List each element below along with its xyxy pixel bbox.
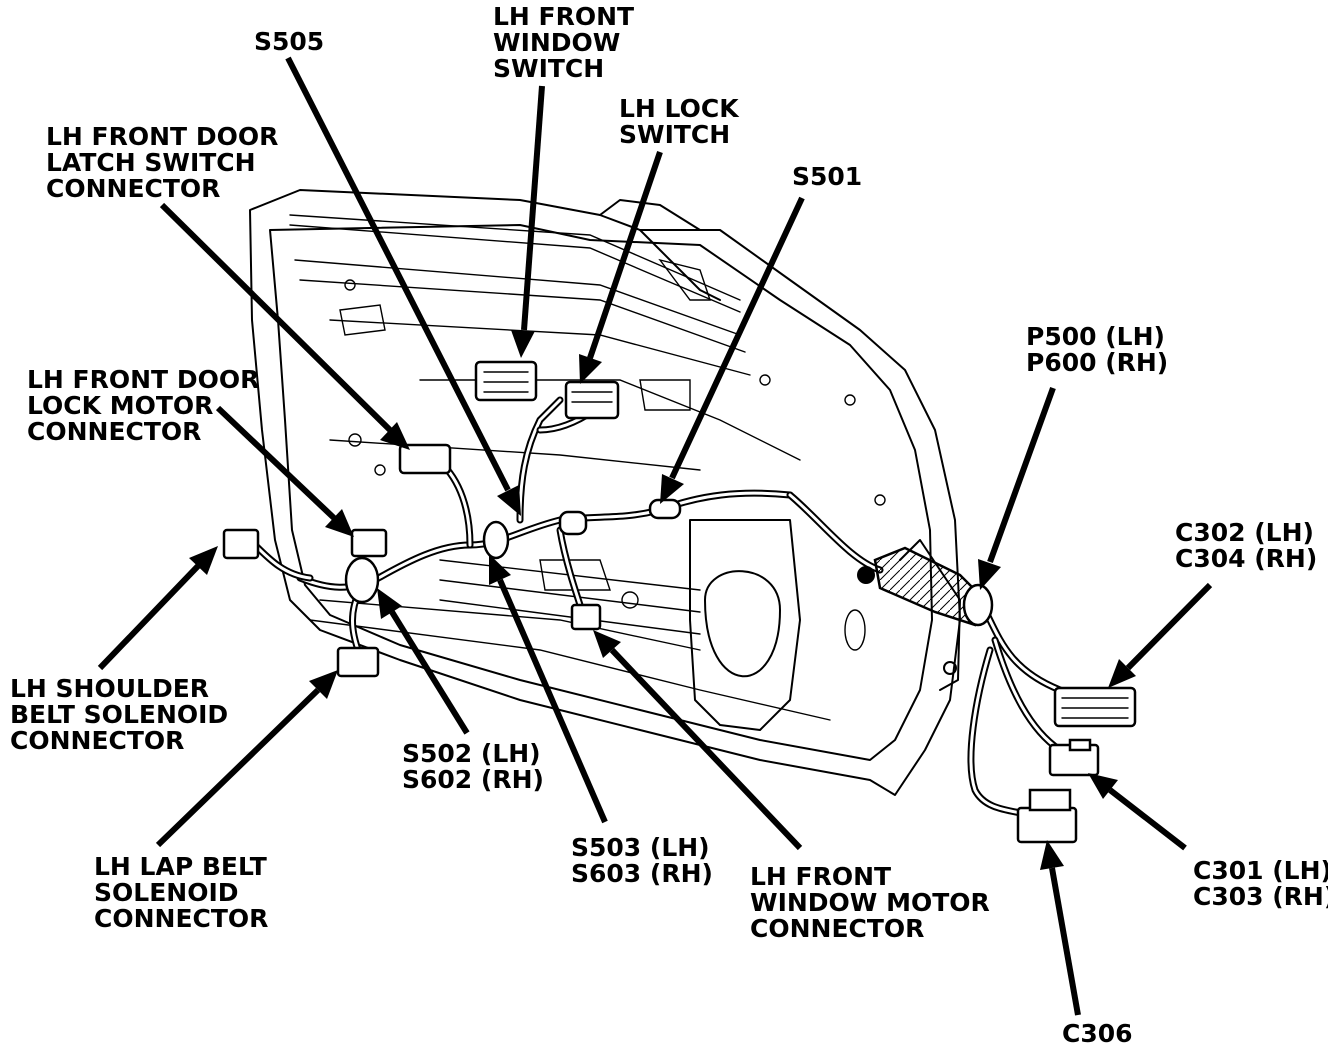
lap-belt-connector: [336, 646, 380, 678]
label-c301-c303: C301 (LH) C303 (RH): [1193, 856, 1328, 911]
arrow-c302: [1108, 582, 1213, 688]
shoulder-belt-connector: [222, 528, 260, 560]
latch-switch-connector: [398, 443, 452, 475]
label-lh-lap-belt-solenoid-connector: LH LAP BELT SOLENOID CONNECTOR: [94, 852, 276, 933]
arrow-lock-motor: [215, 405, 354, 537]
label-lh-lock-switch: LH LOCK SWITCH: [619, 94, 747, 149]
arrow-shoulder-belt: [97, 546, 218, 671]
label-lh-front-window-motor-connector: LH FRONT WINDOW MOTOR CONNECTOR: [750, 862, 999, 943]
label-lh-front-window-switch: LH FRONT WINDOW SWITCH: [493, 2, 643, 83]
arrow-s505: [285, 56, 521, 516]
arrow-latch-switch: [159, 202, 410, 450]
connector-c306: [1016, 806, 1078, 844]
arrow-s501: [660, 196, 805, 504]
arrow-lap-belt: [155, 670, 338, 848]
label-c306: C306: [1062, 1019, 1133, 1048]
label-s505: S505: [254, 27, 324, 56]
lock-switch-connector: [564, 380, 620, 420]
window-switch-connector: [474, 360, 538, 402]
label-lh-shoulder-belt-solenoid-connector: LH SHOULDER BELT SOLENOID CONNECTOR: [10, 674, 237, 755]
label-p500-p600: P500 (LH) P600 (RH): [1026, 322, 1174, 377]
window-motor-connector: [570, 603, 602, 631]
arrow-window-switch: [511, 85, 545, 358]
arrow-lock-switch: [579, 151, 663, 384]
door-panel-illustration: [249, 189, 961, 796]
callout-arrows: [97, 56, 1213, 1016]
label-s503-s603: S503 (LH) S603 (RH): [571, 833, 718, 888]
label-lh-front-door-latch-switch-connector: LH FRONT DOOR LATCH SWITCH CONNECTOR: [46, 122, 287, 203]
label-s502-s602: S502 (LH) S602 (RH): [402, 739, 549, 794]
connectors: [222, 360, 1137, 844]
arrow-s502: [377, 588, 470, 735]
connector-c302: [1053, 686, 1137, 728]
label-s501: S501: [792, 162, 862, 191]
arrow-c306: [1040, 840, 1081, 1016]
label-lh-front-door-lock-motor-connector: LH FRONT DOOR LOCK MOTOR CONNECTOR: [27, 365, 268, 446]
grommet-p500: [857, 546, 994, 627]
splice-s501: [648, 498, 682, 520]
label-c302-c304: C302 (LH) C304 (RH): [1175, 518, 1323, 573]
arrow-window-motor: [593, 630, 803, 851]
lock-motor-connector: [350, 528, 388, 558]
arrow-p500: [978, 386, 1056, 590]
splice-s503: [482, 520, 510, 560]
arrow-c301: [1088, 773, 1187, 851]
arrow-s503: [489, 554, 608, 824]
callout-labels: S505 LH FRONT WINDOW SWITCH LH LOCK SWIT…: [10, 2, 1328, 1048]
splice-s502: [344, 556, 380, 604]
